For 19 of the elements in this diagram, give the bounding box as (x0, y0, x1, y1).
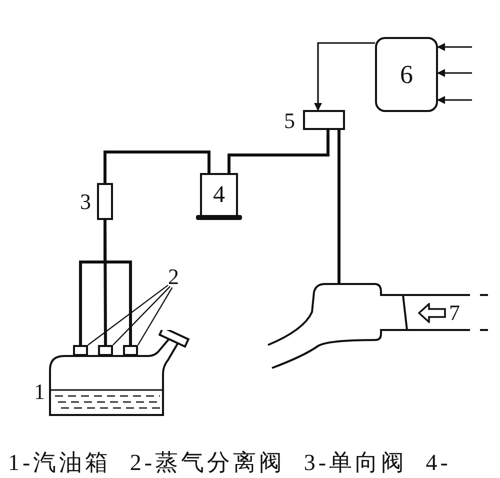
leader-line (88, 284, 168, 346)
pipe (338, 130, 340, 286)
leader-line (137, 287, 173, 346)
pipe (104, 220, 132, 345)
canister-box: 4 (200, 173, 238, 215)
callout-number: 3 (80, 191, 91, 213)
callout-number: 7 (449, 302, 460, 324)
pipe (104, 150, 210, 183)
leader-line (112, 286, 171, 346)
caption: 1-汽油箱 2-蒸气分离阀 3-单向阀 4- (8, 449, 451, 477)
callout-number: 5 (284, 110, 295, 132)
callout-number: 1 (34, 381, 45, 403)
callout-number: 2 (168, 266, 179, 288)
signal-arrow (437, 69, 472, 77)
pipe (228, 130, 330, 173)
signal-arrow (437, 96, 472, 104)
signal-wire (314, 42, 375, 111)
signal-arrow (437, 43, 472, 51)
control-unit-box: 6 (375, 37, 438, 112)
